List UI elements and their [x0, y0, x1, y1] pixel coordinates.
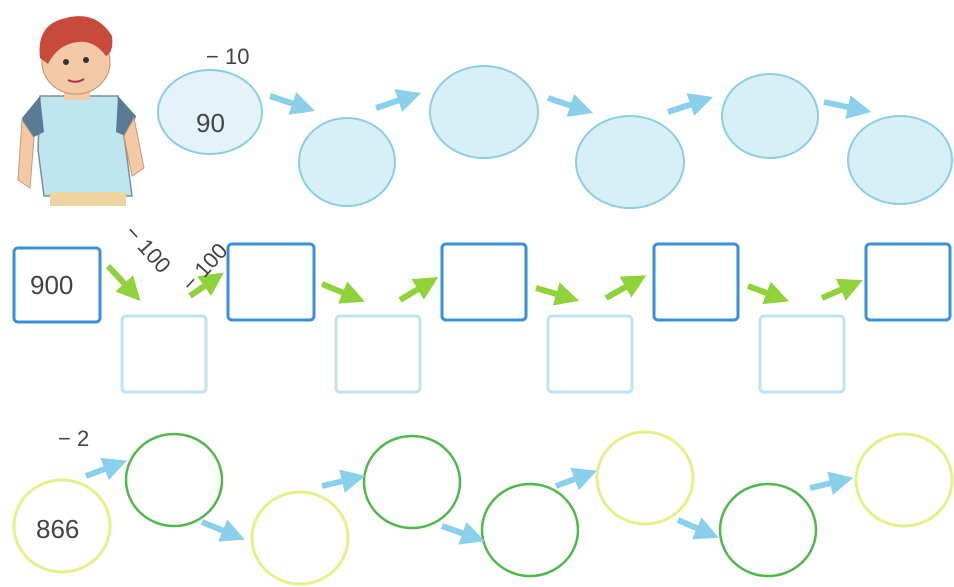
arrow-icon — [105, 263, 141, 302]
arrow-icon — [398, 277, 439, 303]
boy-character-icon — [17, 16, 145, 206]
square-answer[interactable] — [226, 242, 316, 322]
arrow-icon — [604, 275, 647, 301]
bubble-start — [157, 69, 263, 155]
row-1-step-label: − 10 — [206, 44, 249, 69]
square-answer[interactable] — [334, 314, 422, 394]
row-2-step-label-1: − 100 — [120, 220, 176, 278]
bubble-answer[interactable] — [847, 115, 953, 205]
arrow-icon — [321, 469, 366, 493]
square-answer[interactable] — [120, 314, 208, 394]
row-2-start-value: 900 — [30, 270, 73, 300]
bubble-answer[interactable] — [721, 73, 819, 159]
ring-answer[interactable] — [250, 490, 350, 586]
arrow-icon — [809, 471, 854, 495]
arrow-icon — [667, 93, 714, 116]
bubble-answer[interactable] — [575, 115, 685, 209]
arrow-icon — [823, 95, 872, 119]
ring-answer[interactable] — [124, 432, 224, 528]
arrow-icon — [84, 457, 127, 481]
ring-answer[interactable] — [595, 430, 695, 526]
arrow-icon — [554, 467, 597, 491]
ring-answer[interactable] — [362, 434, 462, 530]
arrow-icon — [200, 519, 245, 542]
arrow-icon — [188, 272, 224, 299]
row-2-squares — [12, 242, 952, 394]
row-1-bubbles — [157, 65, 953, 209]
ring-start — [12, 478, 112, 574]
square-start — [12, 246, 102, 324]
arrow-icon — [547, 94, 594, 117]
square-answer[interactable] — [546, 314, 634, 394]
bubble-answer[interactable] — [298, 117, 396, 207]
arrow-icon — [441, 521, 486, 545]
arrow-icon — [375, 89, 422, 112]
arrow-icon — [676, 517, 719, 540]
ring-answer[interactable] — [718, 482, 818, 578]
row-3-step-label: − 2 — [58, 426, 89, 451]
arrow-icon — [746, 281, 789, 305]
square-answer[interactable] — [864, 242, 952, 322]
row-1-start-value: 90 — [196, 108, 225, 138]
ring-answer[interactable] — [854, 432, 954, 528]
row-3-rings — [12, 430, 954, 586]
square-answer[interactable] — [758, 314, 846, 394]
row-3-start-value: 866 — [36, 514, 79, 544]
ring-answer[interactable] — [480, 482, 580, 578]
square-answer[interactable] — [440, 242, 528, 322]
arrow-icon — [320, 281, 365, 304]
arrow-icon — [820, 278, 863, 301]
arrow-icon — [269, 92, 316, 115]
arrow-icon — [535, 282, 580, 306]
bubble-answer[interactable] — [429, 65, 539, 159]
square-answer[interactable] — [652, 242, 740, 322]
